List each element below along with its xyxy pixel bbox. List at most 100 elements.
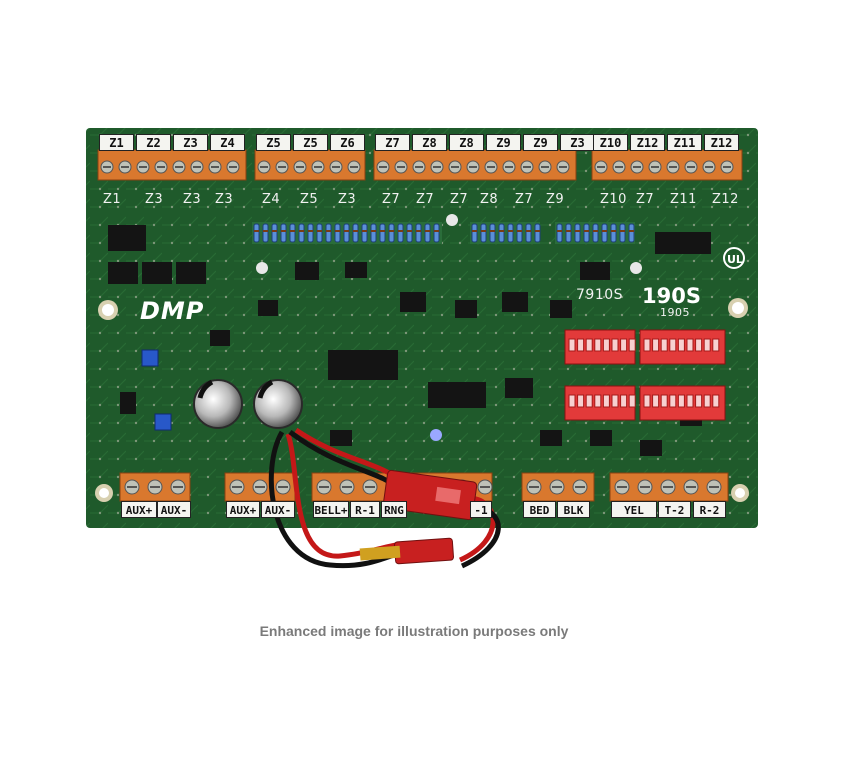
resistor: [628, 223, 635, 243]
resistor: [424, 223, 431, 243]
resistor: [298, 223, 305, 243]
resistor: [370, 223, 377, 243]
resistor: [388, 223, 395, 243]
dip-toggle: [594, 394, 602, 408]
red-wire: [458, 495, 496, 563]
dip-toggle: [602, 338, 610, 352]
resistor: [280, 223, 287, 243]
silkscreen-zone-label: Z7: [382, 192, 401, 207]
dip-toggle: [628, 338, 636, 352]
silkscreen-zone-label: Z7: [416, 192, 435, 207]
dip-toggle: [712, 394, 720, 408]
silkscreen-zone-label: Z3: [145, 192, 164, 207]
terminal-label: Z3: [173, 134, 208, 151]
silkscreen-zone-label: Z7: [450, 192, 469, 207]
dip-toggle: [695, 394, 703, 408]
resistor: [525, 223, 532, 243]
silkscreen-zone-label: Z3: [183, 192, 202, 207]
silkscreen-zone-label: Z1: [103, 192, 122, 207]
dip-toggle: [611, 338, 619, 352]
dip-switch-toggles: [568, 338, 720, 408]
resistor: [610, 223, 617, 243]
resistor: [289, 223, 296, 243]
silkscreen-zone-label: Z10: [600, 192, 627, 207]
terminal-label: RNG: [381, 501, 407, 518]
dip-toggle: [677, 394, 685, 408]
dip-toggle: [594, 338, 602, 352]
ul-mark-icon: UL: [723, 247, 745, 269]
terminal-label: AUX+: [226, 501, 260, 518]
silkscreen-zone-label: Z4: [262, 192, 281, 207]
dip-toggle: [620, 394, 628, 408]
terminal-label: Z2: [136, 134, 171, 151]
terminal-label: Z10: [593, 134, 628, 151]
terminal-label: AUX-: [261, 501, 295, 518]
dip-toggle: [577, 338, 585, 352]
resistor: [574, 223, 581, 243]
terminal-label: Z4: [210, 134, 245, 151]
silkscreen-zone-label: Z9: [546, 192, 565, 207]
terminal-label: BED: [523, 501, 556, 518]
terminal-label: Z8: [449, 134, 484, 151]
dip-toggle: [585, 338, 593, 352]
model-number: 190S: [642, 284, 701, 308]
terminal-label: Z7: [375, 134, 410, 151]
resistor: [619, 223, 626, 243]
resistor: [556, 223, 563, 243]
resistor: [379, 223, 386, 243]
dip-toggle: [660, 338, 668, 352]
dip-toggle: [677, 338, 685, 352]
dip-toggle: [585, 394, 593, 408]
terminal-label: Z11: [667, 134, 702, 151]
led: [430, 429, 442, 441]
resistor: [271, 223, 278, 243]
resistor: [316, 223, 323, 243]
terminal-label: Z5: [293, 134, 328, 151]
terminal-label: Z3: [560, 134, 595, 151]
resistor: [601, 223, 608, 243]
terminal-label: BELL+: [313, 501, 349, 518]
dip-toggle: [652, 394, 660, 408]
capacitor: [193, 379, 243, 429]
dip-toggle: [568, 394, 576, 408]
dip-toggle: [703, 394, 711, 408]
potentiometer: [154, 413, 172, 431]
resistor: [253, 223, 260, 243]
dip-toggle: [628, 394, 636, 408]
dip-toggle: [669, 394, 677, 408]
silkscreen-zone-label: Z3: [338, 192, 357, 207]
model-number-alt: 7910S: [576, 287, 624, 303]
terminal-label: Z9: [523, 134, 558, 151]
resistor: [406, 223, 413, 243]
resistor: [583, 223, 590, 243]
svg-text:UL: UL: [727, 253, 743, 266]
terminal-label: YEL: [611, 501, 657, 518]
resistor: [480, 223, 487, 243]
resistor: [471, 223, 478, 243]
dip-toggle: [602, 394, 610, 408]
terminal-label: R-1: [350, 501, 380, 518]
terminal-screws: [100, 160, 734, 174]
image-caption: Enhanced image for illustration purposes…: [259, 623, 569, 639]
terminal-label: R-2: [693, 501, 726, 518]
resistor: [489, 223, 496, 243]
dip-toggle: [660, 394, 668, 408]
terminal-label: T-2: [658, 501, 691, 518]
terminal-label: Z9: [486, 134, 521, 151]
resistor: [592, 223, 599, 243]
model-number-sub: 1905: [660, 306, 690, 319]
led: [256, 262, 268, 274]
silkscreen-zone-label: Z11: [670, 192, 697, 207]
silkscreen-zone-label: Z5: [300, 192, 319, 207]
dip-toggle: [703, 338, 711, 352]
electrolytic-capacitors: [193, 379, 303, 429]
resistor: [415, 223, 422, 243]
dip-toggle: [686, 394, 694, 408]
silkscreen-zone-label: Z12: [712, 192, 739, 207]
dip-toggle: [620, 338, 628, 352]
terminal-label: Z5: [256, 134, 291, 151]
terminal-label: Z8: [412, 134, 447, 151]
potentiometer: [141, 349, 159, 367]
